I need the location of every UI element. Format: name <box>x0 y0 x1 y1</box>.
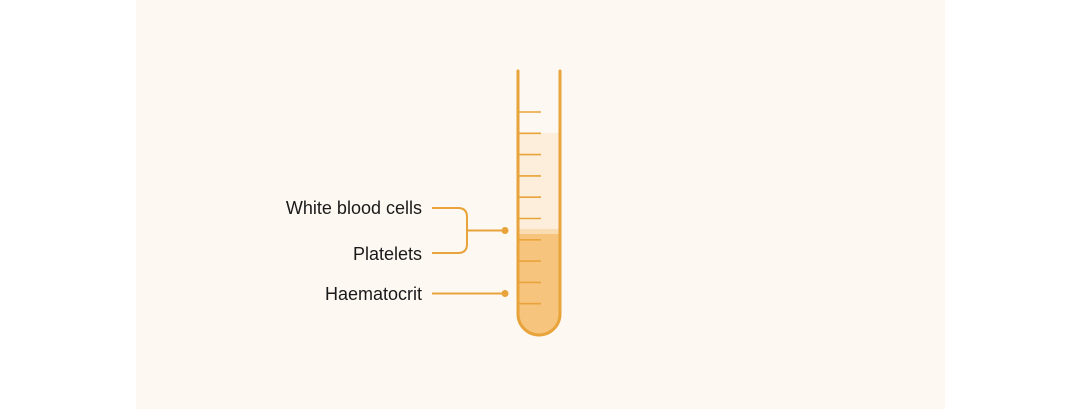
buffy-coat-pointer-dot <box>501 227 509 234</box>
haematocrit-pointer-dot <box>501 290 509 297</box>
test-tube-outline <box>516 69 562 337</box>
platelets-label: Platelets <box>352 244 422 264</box>
graduation-marks <box>518 111 541 305</box>
white-blood-cells-label: White blood cells <box>285 198 422 218</box>
bracket-line <box>432 207 468 254</box>
haematocrit-label: Haematocrit <box>324 284 422 304</box>
plasma-layer <box>519 133 559 229</box>
buffy-coat-layer <box>519 229 559 234</box>
red-cell-layer <box>519 234 559 335</box>
